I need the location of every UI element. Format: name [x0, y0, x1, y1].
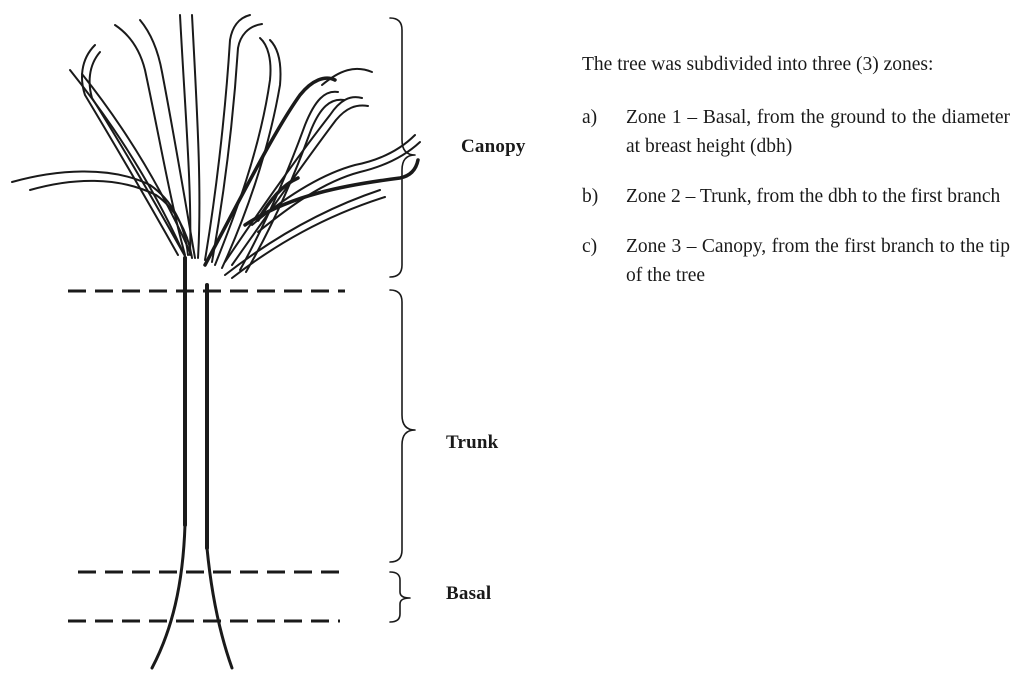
trunk-label: Trunk: [446, 432, 498, 454]
list-marker: b): [582, 182, 626, 211]
canopy-branch: [192, 15, 199, 258]
zone-list-item: c) Zone 3 – Canopy, from the first branc…: [582, 232, 1010, 290]
list-marker: c): [582, 232, 626, 290]
canopy-brace: [390, 18, 415, 277]
tree-trunk: [152, 258, 232, 668]
trunk-base-left: [152, 525, 185, 668]
canopy-branch: [212, 24, 262, 262]
canopy-branch: [245, 160, 418, 225]
canopy-label: Canopy: [461, 136, 526, 158]
tree-canopy: [12, 15, 420, 278]
list-item-text: Zone 1 – Basal, from the ground to the d…: [626, 103, 1010, 161]
canopy-branch: [232, 197, 385, 278]
trunk-brace: [390, 290, 415, 562]
list-item-text: Zone 3 – Canopy, from the first branch t…: [626, 232, 1010, 290]
canopy-branch: [222, 40, 281, 268]
basal-label: Basal: [446, 583, 491, 605]
tree-zone-diagram: [0, 0, 560, 673]
trunk-base-right: [207, 548, 232, 668]
zone-list-item: a) Zone 1 – Basal, from the ground to th…: [582, 103, 1010, 161]
list-item-text: Zone 2 – Trunk, from the dbh to the firs…: [626, 182, 1010, 211]
zone-list-item: b) Zone 2 – Trunk, from the dbh to the f…: [582, 182, 1010, 211]
basal-brace: [390, 572, 410, 622]
list-marker: a): [582, 103, 626, 161]
zone-description: The tree was subdivided into three (3) z…: [582, 50, 1010, 311]
description-intro: The tree was subdivided into three (3) z…: [582, 50, 1010, 79]
canopy-branch: [240, 92, 338, 270]
